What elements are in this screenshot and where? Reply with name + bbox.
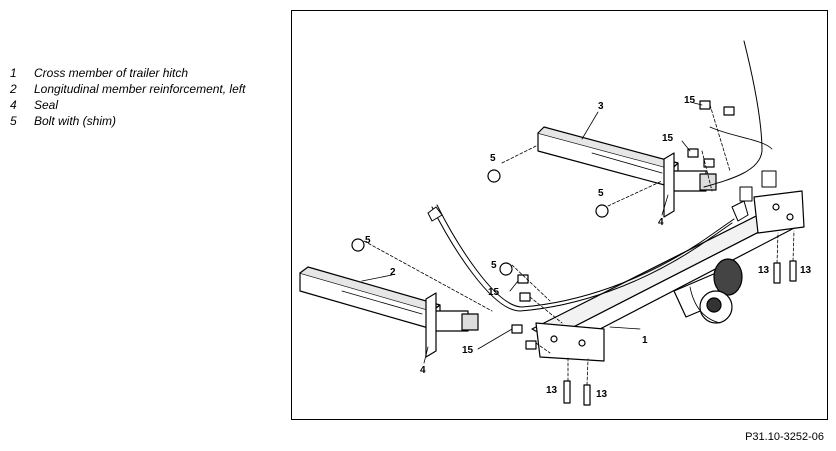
trailer-hitch-drawing: 1 2 3 4 4 5 5 5 5 13 13 13 13 15 15 15 1…: [299, 40, 812, 406]
callouts: 1 2 3 4 4 5 5 5 5 13 13 13 13 15 15 15 1…: [365, 95, 812, 400]
legend-item: 5 Bolt with (shim): [10, 113, 245, 129]
legend-number: 5: [10, 114, 17, 128]
wiring-harness: [427, 40, 777, 312]
callout-4: 4: [420, 365, 426, 376]
ball-coupling: [673, 258, 743, 324]
callout-15: 15: [684, 95, 696, 106]
legend-text: Longitudinal member reinforcement, left: [34, 82, 246, 96]
callout-13: 13: [758, 265, 770, 276]
longitudinal-member-left: [299, 266, 479, 332]
legend-item: 2 Longitudinal member reinforcement, lef…: [10, 81, 245, 97]
callout-15: 15: [488, 287, 500, 298]
exploded-view-figure: 1 2 3 4 4 5 5 5 5 13 13 13 13 15 15 15 1…: [291, 10, 828, 420]
callout-4: 4: [658, 217, 664, 228]
longitudinal-member-right: [537, 126, 717, 192]
legend-text: Bolt with (shim): [34, 114, 117, 128]
callout-15: 15: [662, 133, 674, 144]
callout-15: 15: [462, 345, 474, 356]
callout-1: 1: [642, 335, 648, 346]
legend: 1 Cross member of trailer hitch 2 Longit…: [10, 65, 245, 129]
callout-13: 13: [546, 385, 558, 396]
callout-3: 3: [598, 101, 604, 112]
legend-number: 4: [10, 98, 17, 112]
legend-item: 1 Cross member of trailer hitch: [10, 65, 245, 81]
callout-5: 5: [491, 260, 497, 271]
legend-item: 4 Seal: [10, 97, 245, 113]
legend-text: Cross member of trailer hitch: [34, 66, 189, 80]
legend-text: Seal: [34, 98, 59, 112]
fasteners: [351, 100, 797, 406]
callout-pointers: [361, 102, 703, 364]
callout-13: 13: [800, 265, 812, 276]
legend-number: 1: [10, 66, 17, 80]
callout-5: 5: [490, 153, 496, 164]
callout-5: 5: [598, 188, 604, 199]
figure-reference: P31.10-3252-06: [745, 431, 824, 443]
cross-member: [531, 190, 805, 362]
callout-5: 5: [365, 235, 371, 246]
leader-lines: [363, 104, 795, 386]
callout-2: 2: [390, 267, 396, 278]
legend-number: 2: [10, 82, 17, 96]
callout-13: 13: [596, 389, 608, 400]
